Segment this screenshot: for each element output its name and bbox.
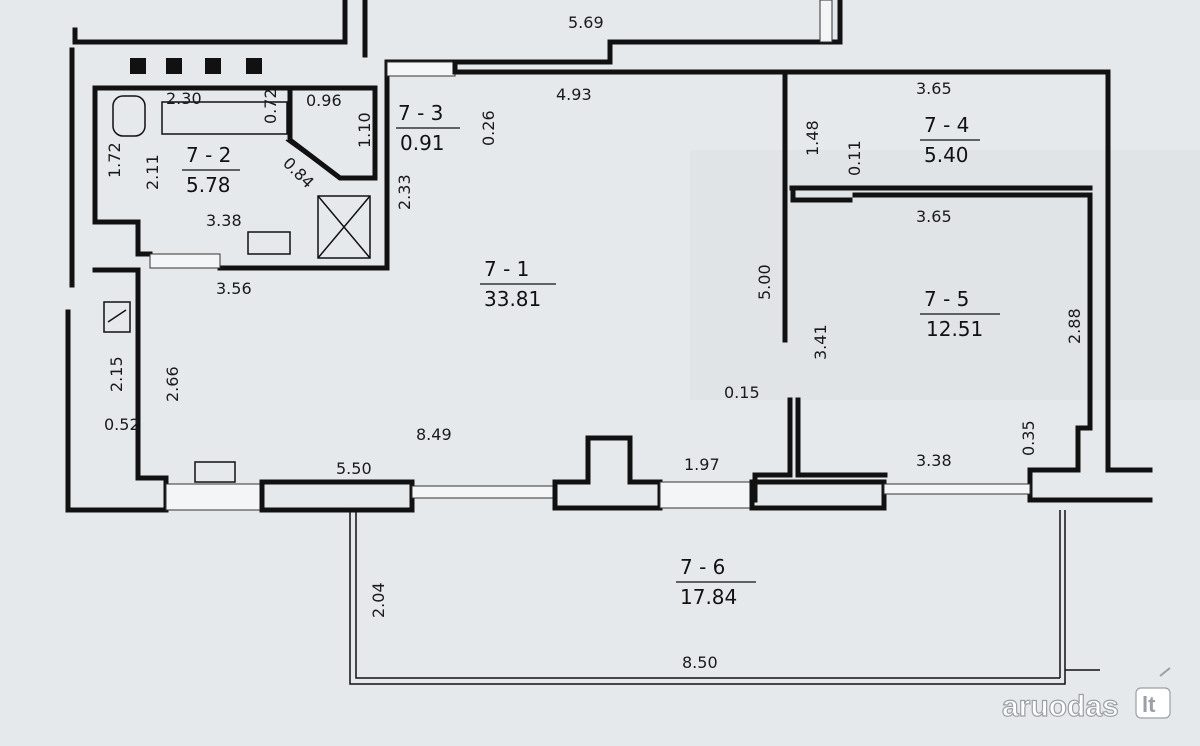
ventilation-icons (130, 58, 262, 74)
dim-1-97: 1.97 (684, 455, 720, 474)
dim-0-26: 0.26 (479, 110, 498, 146)
dim-1-48: 1.48 (803, 120, 822, 156)
dim-5-00: 5.00 (755, 264, 774, 300)
bathtub (161, 101, 288, 135)
room-id-7-3: 7 - 3 (398, 101, 443, 125)
balcony (349, 510, 1100, 685)
dim-0-72: 0.72 (261, 88, 280, 124)
room-id-7-2: 7 - 2 (186, 143, 231, 167)
dim-2-66: 2.66 (163, 366, 182, 402)
dim-2-04: 2.04 (369, 582, 388, 618)
watermark-text: aruodas (1002, 690, 1119, 723)
electric-panel-icon (103, 301, 131, 333)
outer-walls (65, 47, 1153, 513)
kitchen-sink (194, 461, 236, 483)
dim-5-69: 5.69 (568, 13, 604, 32)
bathroom-door-opening (149, 253, 221, 269)
top-fragments (72, 0, 843, 65)
dim-0-96: 0.96 (306, 91, 342, 110)
toilet (112, 95, 146, 137)
room-id-7-6: 7 - 6 (680, 555, 725, 579)
dim-5-50: 5.50 (336, 459, 372, 478)
room-area-7-1: 33.81 (484, 287, 541, 311)
watermark-house-icon (1159, 667, 1171, 677)
dim-3-38-bath: 3.38 (206, 211, 242, 230)
dim-1-10: 1.10 (355, 112, 374, 148)
dim-2-11: 2.11 (143, 154, 162, 190)
shower-tray (317, 195, 371, 259)
dim-2-30: 2.30 (166, 89, 202, 108)
dimension-labels: 5.69 4.93 0.26 2.30 0.72 0.96 1.10 1.72 … (104, 13, 1084, 672)
dim-2-15: 2.15 (107, 356, 126, 392)
entry-door-opening (386, 61, 456, 77)
watermark-logo: aruodas lt (1001, 667, 1171, 724)
dim-2-33: 2.33 (395, 174, 414, 210)
dim-3-56: 3.56 (216, 279, 252, 298)
dim-1-72: 1.72 (105, 142, 124, 178)
sink (247, 231, 291, 255)
front-wall (165, 435, 1153, 513)
dim-8-50: 8.50 (682, 653, 718, 672)
dim-3-65-bottom: 3.65 (916, 207, 952, 226)
dim-0-35: 0.35 (1019, 420, 1038, 456)
dim-3-41: 3.41 (811, 324, 830, 360)
room-area-7-6: 17.84 (680, 585, 737, 609)
room-id-7-4: 7 - 4 (924, 113, 969, 137)
room-area-7-5: 12.51 (926, 317, 983, 341)
dim-3-38-room: 3.38 (916, 451, 952, 470)
room-area-7-4: 5.40 (924, 143, 969, 167)
watermark-badge (1135, 687, 1171, 719)
watermark-suffix: lt (1142, 692, 1156, 717)
room-id-7-1: 7 - 1 (484, 257, 529, 281)
room-area-7-3: 0.91 (400, 131, 445, 155)
room-id-7-5: 7 - 5 (924, 287, 969, 311)
dim-3-65-top: 3.65 (916, 79, 952, 98)
dim-2-88: 2.88 (1065, 308, 1084, 344)
dim-0-15: 0.15 (724, 383, 760, 402)
dim-8-49: 8.49 (416, 425, 452, 444)
faded-text-area (690, 150, 1200, 400)
closet-walls (103, 85, 378, 483)
room-area-7-2: 5.78 (186, 173, 231, 197)
dim-0-11: 0.11 (845, 140, 864, 176)
dim-4-93: 4.93 (556, 85, 592, 104)
room-labels: 7 - 2 5.78 7 - 3 0.91 7 - 1 33.81 7 - 4 … (182, 101, 1000, 609)
dim-0-52: 0.52 (104, 415, 140, 434)
